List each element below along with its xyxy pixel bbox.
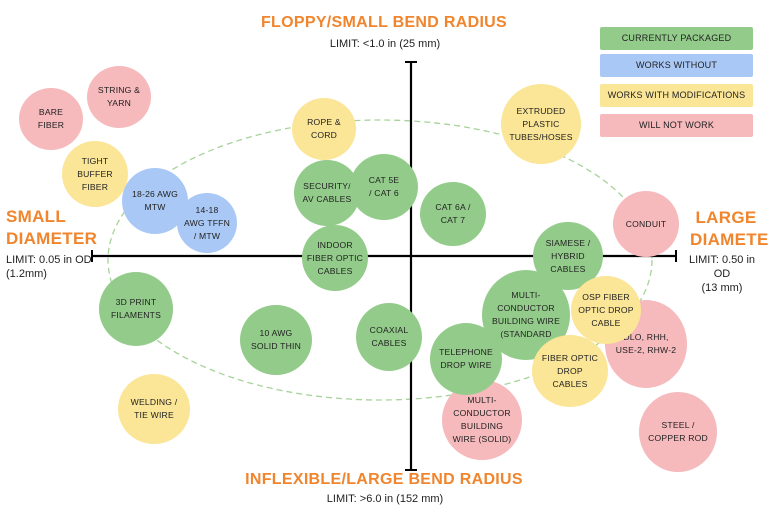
- legend-will-not-work: WILL NOT WORK: [600, 114, 753, 137]
- bubble-tight-buffer-fiber: TIGHT BUFFER FIBER: [62, 141, 128, 207]
- bubble-telephone-drop-wire: TELEPHONE DROP WIRE: [430, 323, 502, 395]
- bubble-14-18-awg-tffn-mtw: 14-18 AWG TFFN / MTW: [177, 193, 237, 253]
- bubble-cat6a-cat7: CAT 6A / CAT 7: [420, 182, 486, 246]
- legend-works-without-modifications: WORKS WITHOUT MODIFICATIONS: [600, 54, 753, 93]
- bubble-3d-print-filaments: 3D PRINT FILAMENTS: [99, 272, 173, 346]
- bubble-indoor-fiber-optic-cables: INDOOR FIBER OPTIC CABLES: [302, 225, 368, 291]
- bubble-steel-copper-rod: STEEL / COPPER ROD: [639, 392, 717, 472]
- bubble-welding-tie-wire: WELDING / TIE WIRE: [118, 374, 190, 444]
- bubble-10-awg-solid-thin: 10 AWG SOLID THIN: [240, 305, 312, 375]
- limit-left: LIMIT: 0.05 in OD (1.2mm): [6, 254, 92, 280]
- legend-currently-packaged: CURRENTLY PACKAGED: [600, 27, 753, 50]
- limit-top: LIMIT: <1.0 in (25 mm): [329, 38, 441, 50]
- axis-title-top: FLOPPY/SMALL BEND RADIUS: [260, 14, 508, 31]
- axis-title-bottom: INFLEXIBLE/LARGE BEND RADIUS: [245, 471, 523, 488]
- bubble-conduit: CONDUIT: [613, 191, 679, 257]
- limit-bottom: LIMIT: >6.0 in (152 mm): [326, 493, 444, 505]
- bubble-extruded-plastic-tubes: EXTRUDED PLASTIC TUBES/HOSES: [501, 84, 581, 164]
- bubble-string-yarn: STRING & YARN: [87, 66, 151, 128]
- bubble-cat5e-cat6: CAT 5E / CAT 6: [350, 154, 418, 220]
- acceptance-ellipse: [107, 119, 653, 401]
- limit-right: LIMIT: 0.50 in OD (13 mm): [688, 254, 756, 294]
- bubble-bare-fiber: BARE FIBER: [19, 88, 83, 150]
- bubble-security-av-cables: SECURITY/ AV CABLES: [294, 160, 360, 226]
- axis-title-right: LARGE DIAMETER: [690, 208, 768, 249]
- legend-works-with-modifications: WORKS WITH MODIFICATIONS: [600, 84, 753, 107]
- bubble-rope-cord: ROPE & CORD: [292, 98, 356, 160]
- axis-title-left: SMALL DIAMETER: [6, 207, 98, 248]
- bubble-osp-fiber-optic-drop-cable: OSP FIBER OPTIC DROP CABLE: [571, 276, 641, 344]
- bubble-fiber-optic-drop-cables: FIBER OPTIC DROP CABLES: [532, 335, 608, 407]
- bubble-coaxial-cables: COAXIAL CABLES: [356, 303, 422, 371]
